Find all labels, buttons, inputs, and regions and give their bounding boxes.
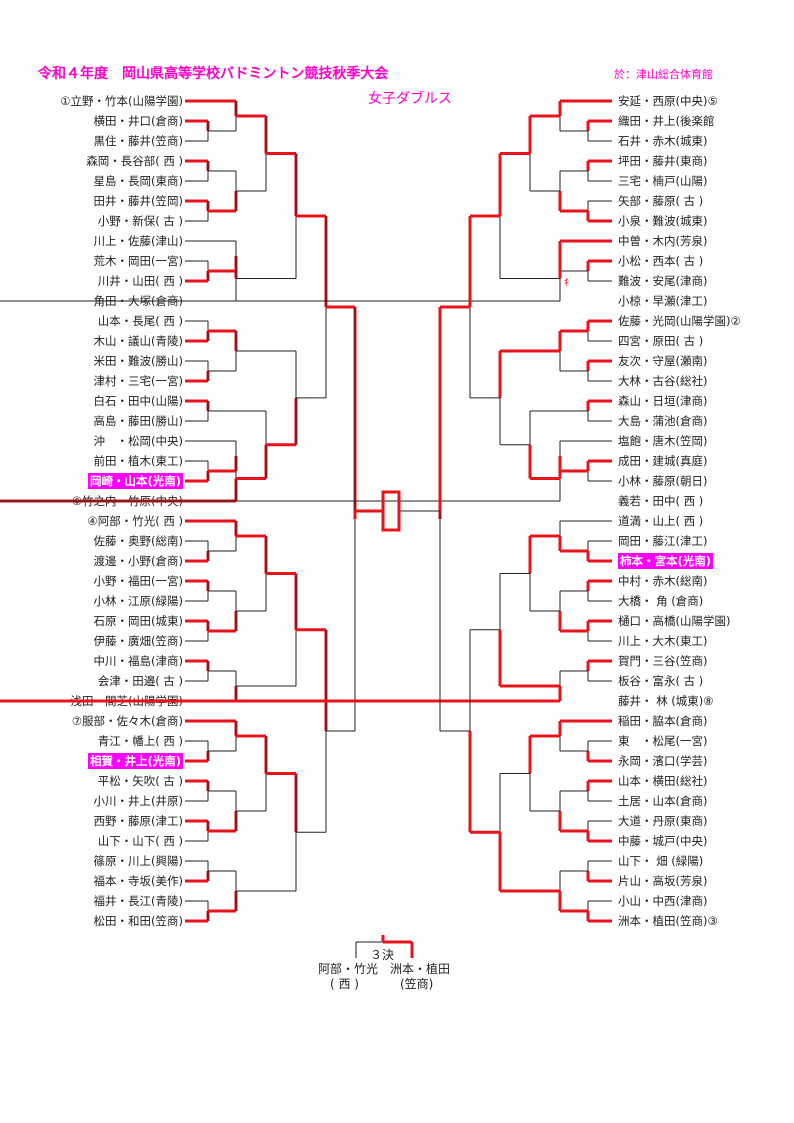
left-entry: 佐藤・奥野(総南) [93,534,183,548]
right-entry: 小林・藤原(朝日) [618,474,708,488]
right-entry: 安延・西原(中央)⑤ [618,94,718,108]
right-entry: 難波・安尾(津商) [618,274,708,288]
third-place-right-names: 洲本・植田 [390,962,451,976]
left-entry: ④阿部・竹光( 西 ) [87,514,183,528]
left-entry: 沖 ・松岡(中央) [93,434,183,448]
left-entry: 西野・藤原(津工) [93,814,183,828]
third-place-right-school: (笠商) [400,977,434,991]
right-entry: 山本・横田(総社) [618,774,708,788]
venue-label: 於：津山総合体育館 [614,68,713,81]
right-entry: 石井・赤木(城東) [618,134,708,148]
left-entry: 黒住・藤井(笠商) [93,134,183,148]
left-entry: 伊藤・廣畑(笠商) [93,634,183,648]
right-entry: 東 ・松尾(一宮) [618,734,708,748]
right-entry: 稲田・脇本(倉商) [618,714,708,728]
right-entry: 塩飽・唐木(笠岡) [618,434,708,448]
right-entry: 永岡・濱口(学芸) [618,754,708,768]
left-entry: 小林・江原(緑陽) [93,594,183,608]
right-entry: 大橋・ 角 (倉商) [618,594,704,608]
left-entry: 会津・田邉( 古 ) [97,674,183,688]
left-entry: 星島・長岡(東商) [93,174,183,188]
left-entry: 小川・井上(井原) [93,794,183,808]
right-entry: 洲本・植田(笠商)③ [618,914,718,928]
left-entry: 小野・福田(一宮) [93,574,183,588]
right-entry: 片山・高坂(芳泉) [618,874,708,888]
final-box [381,490,401,532]
left-entry: 篠原・川上(興陽) [93,854,183,868]
right-entry: 義若・田中( 西 ) [618,494,704,508]
left-entry: 横田・井口(倉商) [93,114,183,128]
right-entry: 坪田・藤井(東商) [618,154,708,168]
right-entry: 藤井・ 林 (城東)⑧ [618,694,714,708]
right-entry: 大島・蒲池(倉商) [618,414,708,428]
left-entry: 青江・幡上( 西 ) [97,734,183,748]
left-entry: 中川・福島(津商) [93,654,183,668]
right-entry: 中村・赤木(総南) [618,574,708,588]
left-entry: 福本・寺坂(美作) [93,874,183,888]
right-entry: 柿本・宮本(光南) [618,553,714,569]
right-entry: 三宅・楠戸(山陽) [618,174,708,188]
left-entry: 松田・和田(笠商) [93,914,183,928]
right-entry: 大林・古谷(総社) [618,374,708,388]
right-entry: 樋口・高橋(山陽学園) [618,614,731,628]
right-entry: 森山・日垣(津商) [618,394,708,408]
right-entry: 成田・建城(真庭) [618,454,708,468]
left-entry: ①立野・竹本(山陽学園) [60,94,183,108]
left-entry: 渡邊・小野(倉商) [93,554,183,568]
left-entry: 相賀・井上(光南) [87,753,183,769]
left-entry: 木山・議山(青陵) [93,334,183,348]
third-place-label: ３決 [370,948,395,962]
right-entry: 小椋・早瀬(津工) [618,294,708,308]
third-place-left-school: ( 西 ) [330,977,359,991]
right-entry: 四宮・原田( 古 ) [618,334,704,348]
right-entry: 大道・丹原(東商) [618,814,708,828]
right-entry: 友次・守屋(瀬南) [618,354,708,368]
withdrawal-mark: ｷ [564,278,569,289]
left-entry: 米田・難波(勝山) [93,354,183,368]
left-entry: 山本・長尾( 西 ) [97,314,183,328]
right-entry: 小泉・難波(城東) [618,214,708,228]
left-entry: 荒木・岡田(一宮) [93,254,183,268]
right-entry: 中藤・城戸(中央) [618,834,708,848]
right-entry: 山下・ 畑 (緑陽) [618,854,704,868]
right-entry: 小山・中西(津商) [618,894,708,908]
page-title: 令和４年度 岡山県高等学校バドミントン競技秋季大会 [38,66,389,82]
right-entry: 織田・井上(後楽館 [618,114,715,128]
left-entry: 小野・新保( 古 ) [97,214,183,228]
left-entry: 高島・藤田(勝山) [93,414,183,428]
left-entry: 津村・三宅(一宮) [93,374,183,388]
right-entry: 中曽・木内(芳泉) [618,234,708,248]
left-entry: 石原・岡田(城東) [93,614,183,628]
left-entry: 田井・藤井(笠岡) [93,194,183,208]
right-entry: 土居・山本(倉商) [618,794,708,808]
event-title: 女子ダブルス [368,91,452,107]
left-entry: 平松・矢吹( 古 ) [97,774,183,788]
right-entry: 賀門・三谷(笠商) [618,654,708,668]
left-entry: 福井・長江(青陵) [93,894,183,908]
left-entry: 川上・佐藤(津山) [93,234,183,248]
left-entry: 森岡・長谷部( 西 ) [86,154,183,168]
left-entry: 山下・山下( 西 ) [97,834,183,848]
left-entry: 前田・植木(東工) [93,454,183,468]
left-entry: 川井・山田( 西 ) [97,274,183,288]
right-entry: 小松・西本( 古 ) [618,254,704,268]
right-entry: 川上・大木(東工) [618,634,708,648]
left-entry: 岡崎・山本(光南) [87,473,183,489]
right-entry: 板谷・富永( 古 ) [618,674,704,688]
left-entry: 白石・田中(山陽) [93,394,183,408]
right-entry: 矢部・藤原( 古 ) [618,194,704,208]
left-entry: ⑦服部・佐々木(倉商) [71,714,183,728]
right-entry: 佐藤・光岡(山陽学園)② [618,314,741,328]
right-entry: 道満・山上( 西 ) [618,514,704,528]
right-entry: 岡田・藤江(津工) [618,534,708,548]
third-place-left-names: 阿部・竹光 [318,962,379,976]
